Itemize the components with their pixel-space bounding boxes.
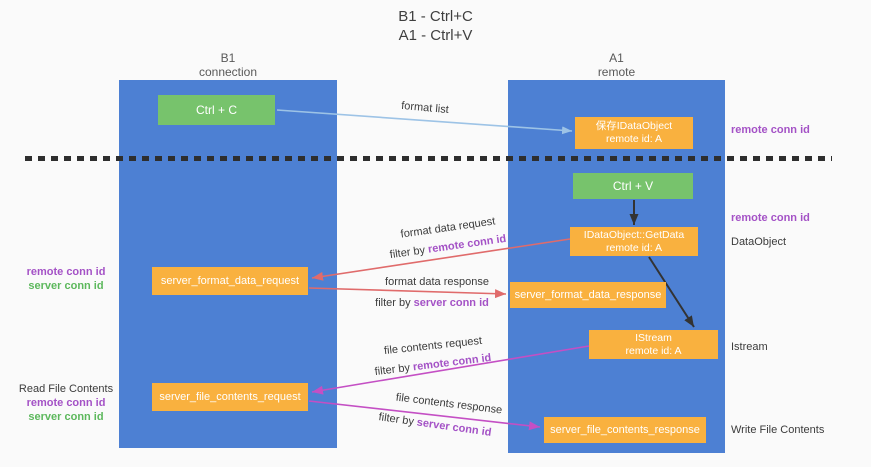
right-mid-remote-conn-id-label: remote conn id [731, 212, 810, 224]
left-column-name: B1 [220, 51, 236, 65]
server-format-data-request-box: server_format_data_request [152, 267, 308, 295]
write-file-contents-label: Write File Contents [731, 424, 825, 436]
format-data-response-arrow [308, 287, 507, 299]
istream-box: IStream remote id: A [589, 330, 718, 359]
left-server-conn-id-label-2: server conn id [28, 411, 104, 423]
getdata-line1: IDataObject::GetData [583, 228, 685, 241]
left-remote-conn-id-label: remote conn id [26, 266, 106, 278]
ctrl-v-label: Ctrl + V [612, 179, 654, 193]
save-dataobject-line2: remote id: A [605, 133, 663, 145]
ctrl-c-label: Ctrl + C [195, 103, 237, 117]
title-line-2: A1 - Ctrl+V [398, 27, 473, 44]
left-remote-conn-id-label-2: remote conn id [26, 397, 106, 409]
filter-by-server-conn-id-label-1: filter by server conn id [375, 297, 489, 309]
server-file-contents-request-box: server_file_contents_request [152, 383, 308, 411]
istream-line1: IStream [635, 331, 672, 344]
getdata-box: IDataObject::GetData remote id: A [570, 227, 698, 256]
title-line-1: B1 - Ctrl+C [398, 8, 473, 25]
server-file-contents-response-box: server_file_contents_response [544, 417, 706, 443]
filter-by-server-conn-id-label-2: filter by server conn id [378, 411, 492, 439]
file-contents-response-label: file contents response [395, 391, 503, 417]
read-file-contents-block: Read File Contents remote conn id server… [14, 382, 118, 424]
filter-by-text: filter by [375, 297, 414, 309]
left-column-role: connection [198, 65, 258, 79]
format-list-label: format list [400, 99, 450, 117]
dataobject-label: DataObject [731, 236, 787, 248]
istream-side-label: Istream [731, 341, 768, 353]
remote-conn-id-text: remote conn id [412, 351, 492, 374]
save-dataobject-box: 保存IDataObject remote id: A [575, 117, 693, 149]
remote-conn-id-text: remote conn id [427, 232, 507, 256]
ctrl-v-box: Ctrl + V [573, 173, 693, 199]
server-file-contents-request-label: server_file_contents_request [159, 391, 301, 403]
filter-by-text: filter by [389, 243, 429, 262]
dashed-divider [25, 156, 832, 161]
getdata-line2: remote id: A [605, 241, 663, 254]
right-top-remote-conn-id-label: remote conn id [731, 124, 810, 136]
server-conn-id-text: server conn id [413, 297, 489, 309]
ctrl-c-box: Ctrl + C [158, 95, 275, 125]
istream-line2: remote id: A [625, 344, 682, 357]
filter-by-text: filter by [377, 411, 418, 429]
left-server-conn-id-label: server conn id [28, 280, 104, 292]
right-column-role: remote [597, 65, 636, 79]
format-data-response-label: format data response [385, 276, 489, 288]
left-column-header: B1 connection [119, 51, 337, 79]
server-format-data-response-box: server_format_data_response [510, 282, 666, 308]
right-column-header: A1 remote [508, 51, 725, 79]
server-conn-id-text: server conn id [415, 416, 493, 439]
right-column-name: A1 [609, 51, 624, 65]
read-file-contents-label: Read File Contents [18, 383, 114, 395]
diagram-title: B1 - Ctrl+C A1 - Ctrl+V [0, 7, 871, 45]
save-dataobject-line1: 保存IDataObject [595, 120, 673, 132]
server-file-contents-response-label: server_file_contents_response [550, 424, 700, 436]
server-format-data-response-label: server_format_data_response [514, 289, 662, 301]
left-conn-id-block: remote conn id server conn id [14, 265, 118, 293]
server-format-data-request-label: server_format_data_request [160, 275, 300, 287]
filter-by-text: filter by [374, 361, 414, 379]
